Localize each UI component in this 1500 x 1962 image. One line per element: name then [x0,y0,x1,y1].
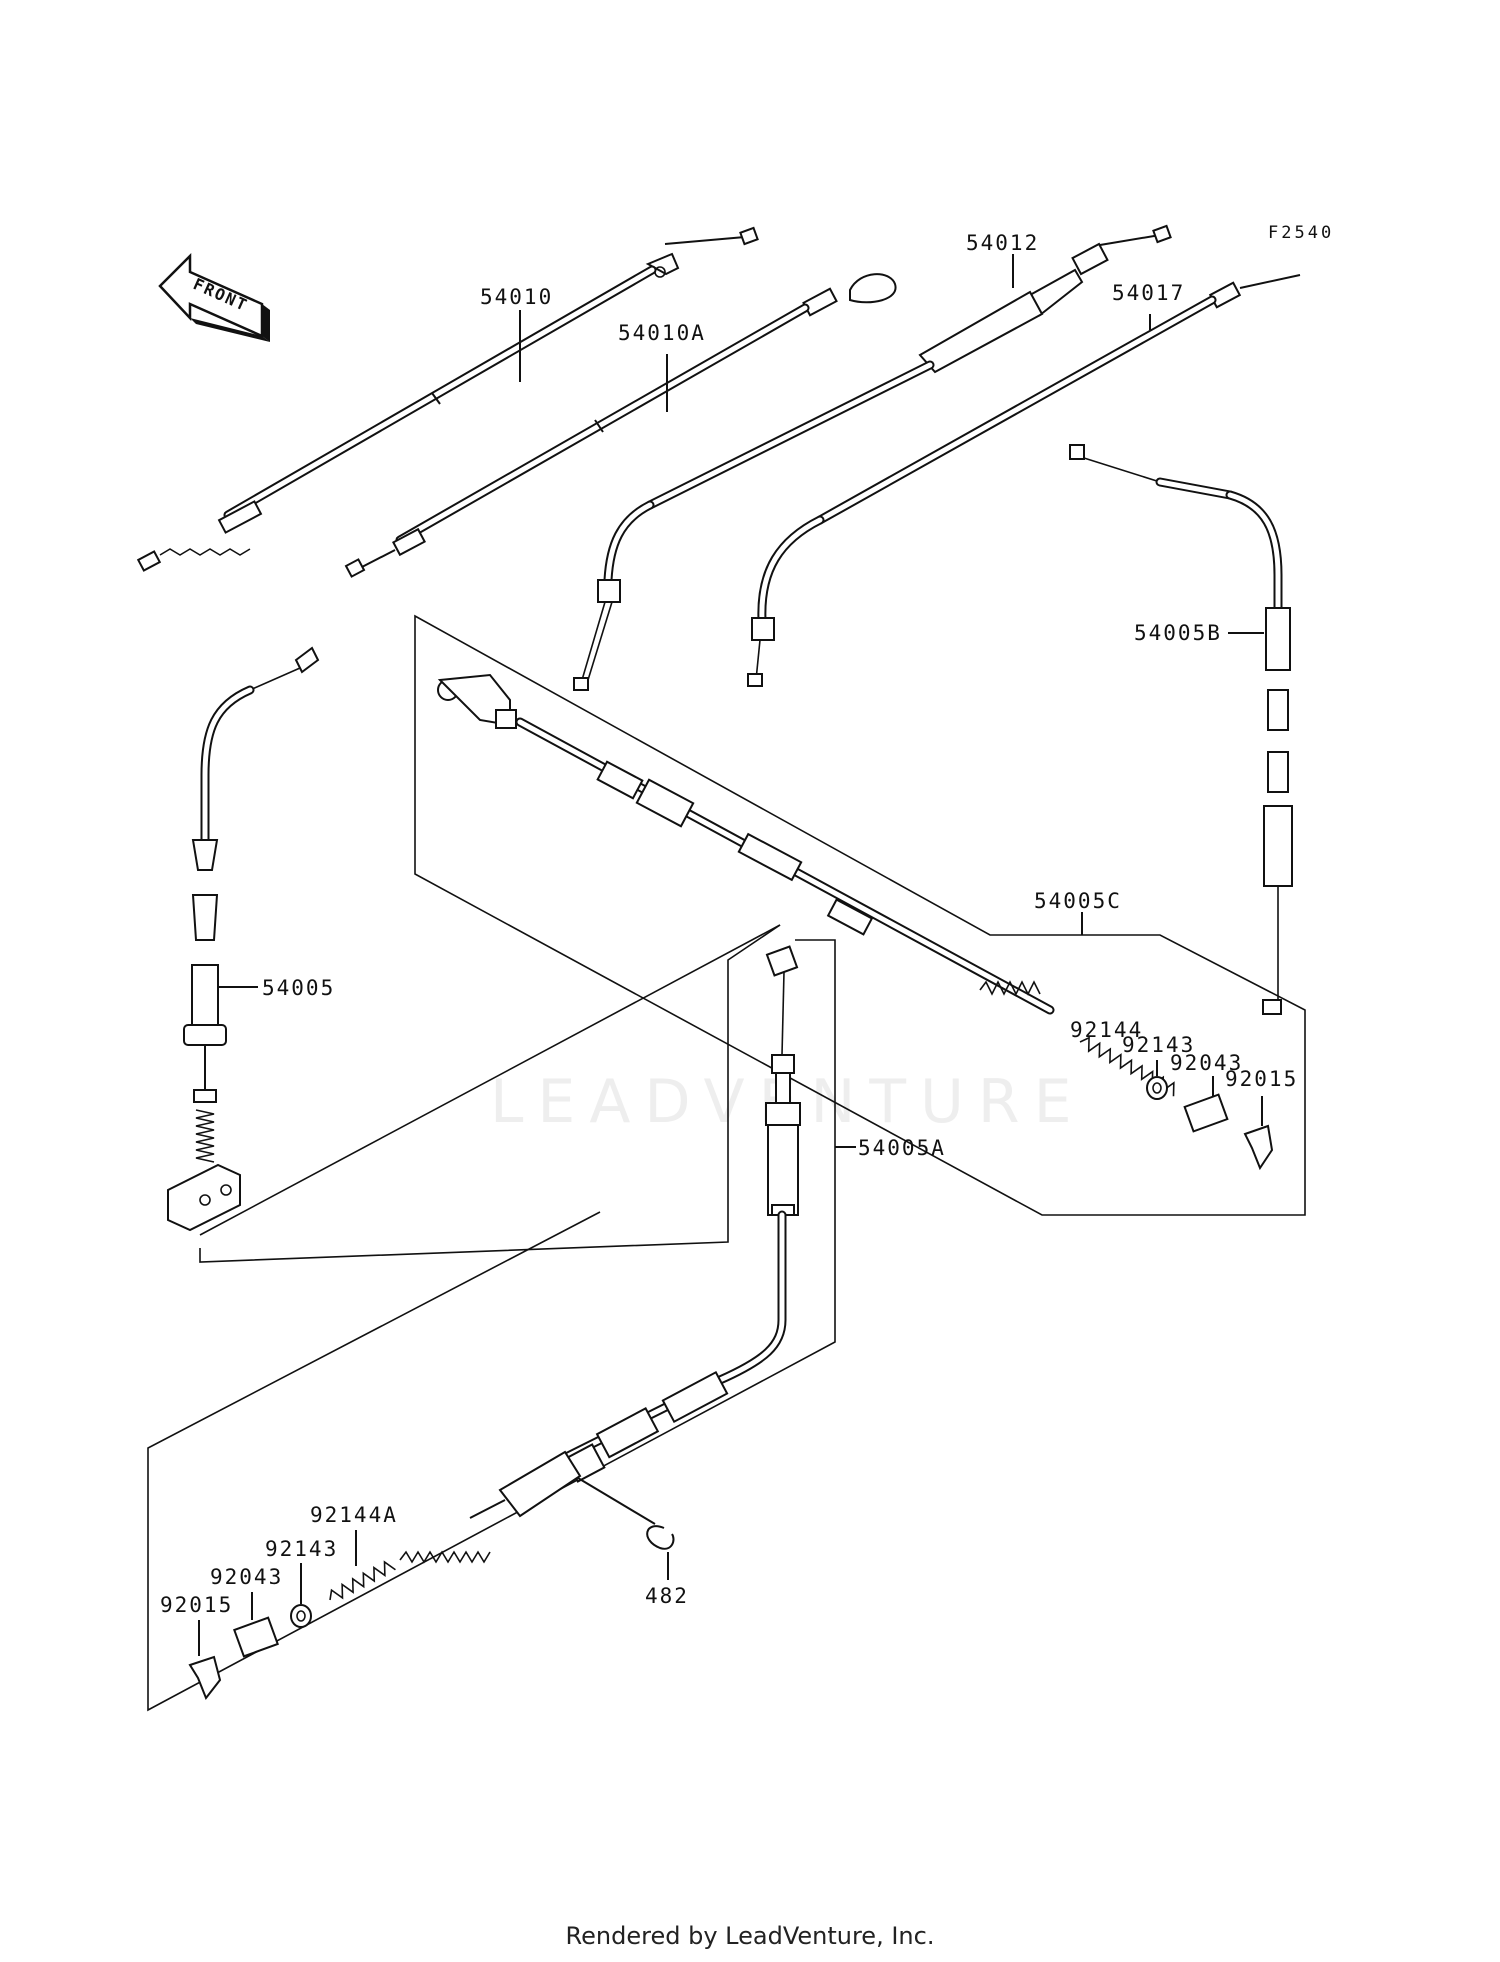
label-92143-lower: 92143 [265,1537,338,1561]
label-54010: 54010 [480,285,553,309]
label-92143: 92143 [1122,1033,1195,1057]
label-54017: 54017 [1112,281,1185,305]
label-92043: 92043 [1170,1051,1243,1075]
wing-nut-92015-icon [1243,1096,1274,1171]
footer-credit: Rendered by LeadVenture, Inc. [565,1922,935,1950]
label-54005: 54005 [262,976,335,1000]
label-54005a: 54005A [858,1136,946,1160]
cable-54005c [437,673,1055,1015]
cable-54010 [136,226,759,572]
spring-92144a-icon [329,1530,396,1601]
outline-54005-diag [199,924,781,1236]
outline-54005a [147,939,836,1712]
label-92015-lower: 92015 [160,1593,233,1617]
collar-92043-icon [1183,1076,1229,1133]
label-92144: 92144 [1070,1018,1143,1042]
label-92015: 92015 [1225,1067,1298,1091]
cable-54010a [344,273,897,578]
label-92144a: 92144A [310,1503,398,1527]
collar-92043-lower-icon [233,1592,279,1658]
spring-92144-icon [1079,1036,1175,1097]
label-54010a: 54010A [618,321,706,345]
cable-54005 [167,646,320,1232]
cable-54005b [1069,444,1293,1015]
label-482: 482 [645,1584,689,1608]
label-54012: 54012 [966,231,1039,255]
outline-54005c [414,614,1306,1216]
cable-54012 [573,224,1172,691]
washer-92143-lower-icon [290,1563,312,1628]
label-92043-lower: 92043 [210,1565,283,1589]
wing-nut-92015-lower-icon [188,1620,222,1700]
cable-54017 [747,274,1301,687]
label-54005c: 54005C [1034,889,1122,913]
e-clip-482-icon [577,1477,675,1580]
outline-54005 [199,924,781,1263]
washer-92143-icon [1146,1060,1168,1100]
front-arrow-icon: FRONT [158,252,270,342]
figure-code: F2540 [1268,223,1334,243]
cable-54005a [399,945,801,1564]
label-54005b: 54005B [1134,621,1222,645]
